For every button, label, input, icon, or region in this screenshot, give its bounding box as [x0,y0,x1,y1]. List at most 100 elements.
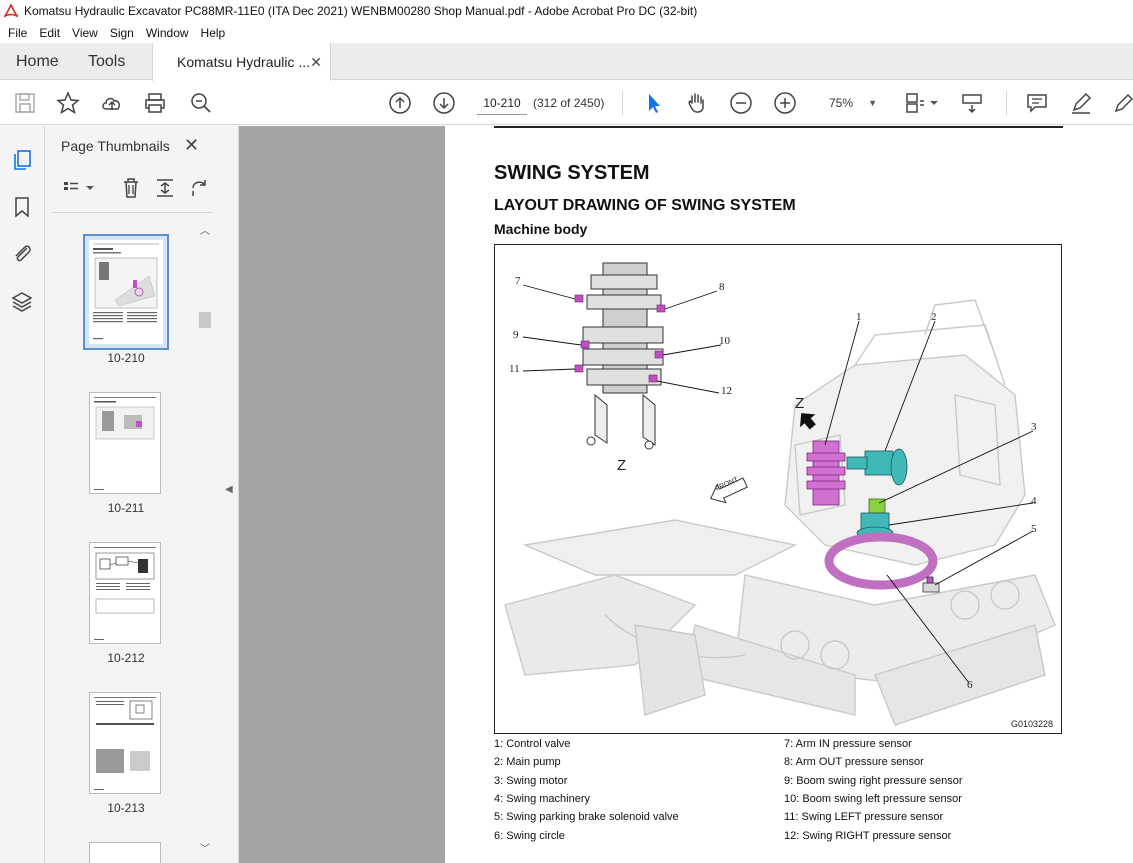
toolbar-divider [622,91,623,115]
menu-help[interactable]: Help [200,25,226,40]
figure-code: G0103228 [1010,719,1053,729]
thumbnail-scrollbar[interactable] [197,224,209,854]
next-page-icon[interactable] [432,91,456,115]
callout-number: 8 [719,281,725,293]
panel-divider [53,212,213,213]
zoom-search-icon[interactable] [189,91,213,115]
thumbnail-options-icon[interactable] [61,176,85,200]
page-thumbnail[interactable] [89,542,161,644]
panel-close-icon[interactable]: ✕ [184,135,200,155]
chevron-down-icon[interactable] [928,91,940,115]
callout-number: 11 [509,363,520,375]
tab-document[interactable]: Komatsu Hydraulic ... ✕ [152,43,331,81]
callout-number: 7 [515,275,521,287]
extract-pages-icon[interactable] [153,176,177,200]
thumbnail-tools [45,176,220,206]
legend-item: 3: Swing motor [494,775,568,787]
hand-tool-icon[interactable] [685,91,709,115]
bookmark-icon[interactable] [10,195,34,219]
zoom-value: 75% [829,96,854,110]
acrobat-app-icon [4,4,18,18]
callout-number: 9 [513,329,519,341]
page-thumbnails-icon[interactable] [10,148,34,172]
legend-item: 8: Arm OUT pressure sensor [784,756,924,768]
legend-item: 6: Swing circle [494,830,565,842]
page-subheading: LAYOUT DRAWING OF SWING SYSTEM [494,197,796,214]
page-thumbnail[interactable] [83,234,169,350]
callout-number: 6 [967,679,973,691]
draw-tool-icon[interactable] [1112,91,1133,115]
page-header-rule [494,126,1063,128]
scroll-up-icon[interactable]: ︿ [200,226,210,237]
legend-item: 9: Boom swing right pressure sensor [784,775,963,787]
toolbar: 10-210 (312 of 2450) 75% ▼ [0,81,1133,125]
callout-number: 3 [1031,421,1037,433]
tab-home[interactable]: Home [16,52,59,70]
tab-bar: Home Tools Komatsu Hydraulic ... ✕ [0,43,1133,81]
thumbnail-preview [89,240,163,344]
attachment-icon[interactable] [10,241,34,265]
page-fit-icon[interactable] [903,91,927,115]
thumbnail-label: 10-210 [107,351,145,365]
delete-icon[interactable] [119,176,143,200]
page-count: (312 of 2450) [533,96,605,110]
pdf-page: SWING SYSTEM LAYOUT DRAWING OF SWING SYS… [445,126,1133,863]
zoom-in-icon[interactable] [773,91,797,115]
layers-icon[interactable] [10,290,34,314]
tab-tools[interactable]: Tools [88,52,126,70]
legend-item: 4: Swing machinery [494,793,590,805]
menu-bar: File Edit View Sign Window Help [0,22,1133,43]
collapse-left-icon[interactable]: ◀ [225,484,233,495]
swing-system-illustration [504,262,1056,726]
page-thumbnail[interactable] [89,392,161,494]
select-cursor-icon[interactable] [642,91,666,115]
highlight-pen-icon[interactable] [1069,91,1093,115]
save-icon[interactable] [13,91,37,115]
tab-close-icon[interactable]: ✕ [310,54,322,70]
menu-window[interactable]: Window [145,25,189,40]
legend-item: 5: Swing parking brake solenoid valve [494,811,679,823]
rotate-icon[interactable] [187,176,211,200]
window-title: Komatsu Hydraulic Excavator PC88MR-11E0 … [24,4,698,18]
chevron-down-icon: ▼ [868,98,877,108]
thumbnail-panel: Page Thumbnails ✕ [45,126,220,863]
page-thumbnail[interactable] [89,842,161,863]
legend-item: 2: Main pump [494,756,561,768]
zoom-out-icon[interactable] [729,91,753,115]
thumbnail-preview [94,397,156,490]
menu-view[interactable]: View [72,25,98,40]
menu-file[interactable]: File [8,25,28,40]
tab-document-label: Komatsu Hydraulic ... [177,54,311,70]
callout-number: 10 [719,335,730,347]
thumbnail-label: 10-212 [107,651,145,665]
zoom-select[interactable]: 75% ▼ [819,91,881,115]
legend-item: 1: Control valve [494,738,571,750]
thumbnail-preview [94,697,156,790]
chevron-down-icon[interactable] [85,176,95,200]
scrollbar-thumb[interactable] [199,312,211,328]
upload-cloud-icon[interactable] [100,91,124,115]
print-icon[interactable] [143,91,167,115]
menu-edit[interactable]: Edit [39,25,61,40]
star-icon[interactable] [56,91,80,115]
page-number-input[interactable]: 10-210 [477,91,527,115]
callout-number: 1 [856,311,862,323]
legend-item: 10: Boom swing left pressure sensor [784,793,962,805]
panel-title: Page Thumbnails [61,138,170,154]
page-display-icon[interactable] [960,91,984,115]
callout-number: 2 [931,311,937,323]
menu-sign[interactable]: Sign [109,25,134,40]
legend-item: 11: Swing LEFT pressure sensor [784,811,944,823]
page-thumbnail[interactable] [89,692,161,794]
comment-icon[interactable] [1025,91,1049,115]
title-bar: Komatsu Hydraulic Excavator PC88MR-11E0 … [0,0,1133,22]
thumbnail-label: 10-211 [107,501,145,515]
panel-collapse-strip[interactable]: ◀ [220,126,239,863]
previous-page-icon[interactable] [388,91,412,115]
view-label: Z [617,457,627,474]
callout-number: 4 [1031,495,1037,507]
section-title: Machine body [494,221,588,237]
scroll-down-icon[interactable]: ﹀ [200,844,210,855]
document-viewport[interactable]: SWING SYSTEM LAYOUT DRAWING OF SWING SYS… [239,126,1133,863]
thumbnail-label: 10-213 [107,801,145,815]
